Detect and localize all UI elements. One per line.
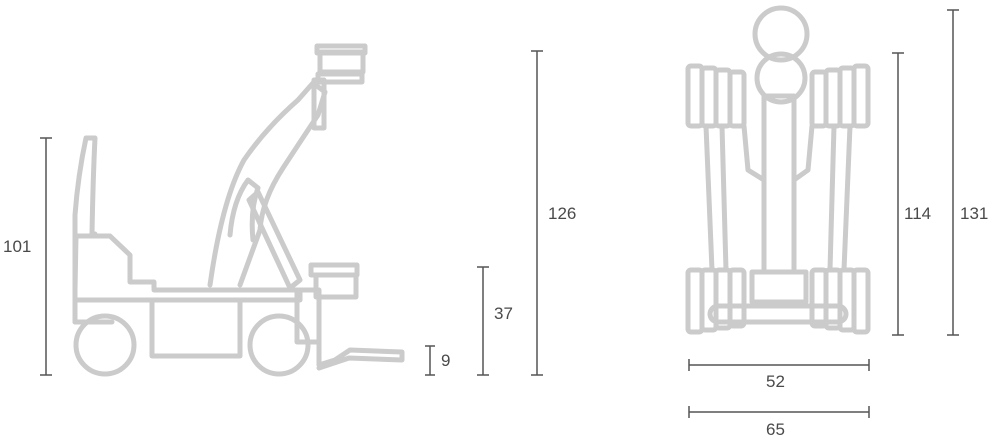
side-view-machine xyxy=(72,43,405,377)
top-view-machine xyxy=(685,5,871,335)
label-width-inner: 52 xyxy=(766,372,785,391)
dim-line-37 xyxy=(477,266,489,376)
seat-back xyxy=(72,135,98,293)
side-rails xyxy=(703,123,853,273)
spine-flare xyxy=(741,123,815,183)
roller-upper-8 xyxy=(851,63,871,129)
rear-wheel xyxy=(247,313,311,377)
dim-line-52 xyxy=(688,359,870,371)
center-spine xyxy=(761,93,797,275)
seat-body xyxy=(72,233,157,325)
label-length-outer: 131 xyxy=(960,204,988,223)
top-platform-cap xyxy=(314,43,368,56)
rear-body xyxy=(749,269,809,305)
rear-bumper xyxy=(707,303,849,325)
dim-line-114 xyxy=(892,52,904,336)
dim-line-126 xyxy=(531,50,543,376)
fork-carriage xyxy=(294,287,322,345)
fork xyxy=(316,339,405,371)
label-fork-height: 9 xyxy=(441,351,450,370)
label-lift-height: 126 xyxy=(548,204,576,223)
diagonal-strut xyxy=(246,189,303,291)
battery-box xyxy=(149,297,243,359)
dim-line-101 xyxy=(40,137,52,376)
label-platform-height: 37 xyxy=(494,304,513,323)
label-width-outer: 65 xyxy=(766,420,785,439)
label-total-height: 101 xyxy=(3,237,31,256)
roller-lower-4 xyxy=(727,267,747,329)
dim-line-131 xyxy=(947,9,959,336)
dimension-lines xyxy=(40,9,959,418)
dim-line-65 xyxy=(688,406,870,418)
roller-upper-4 xyxy=(727,69,747,129)
mast-inner-curve xyxy=(227,177,261,243)
dim-line-9 xyxy=(425,345,435,376)
top-wheel-front xyxy=(754,51,808,105)
mast-arm xyxy=(207,80,328,288)
front-wheel xyxy=(73,313,137,377)
label-length-inner: 114 xyxy=(904,204,931,223)
lower-platform-block xyxy=(313,272,359,300)
roller-lower-8 xyxy=(851,267,871,335)
top-wheel-back xyxy=(752,5,810,63)
